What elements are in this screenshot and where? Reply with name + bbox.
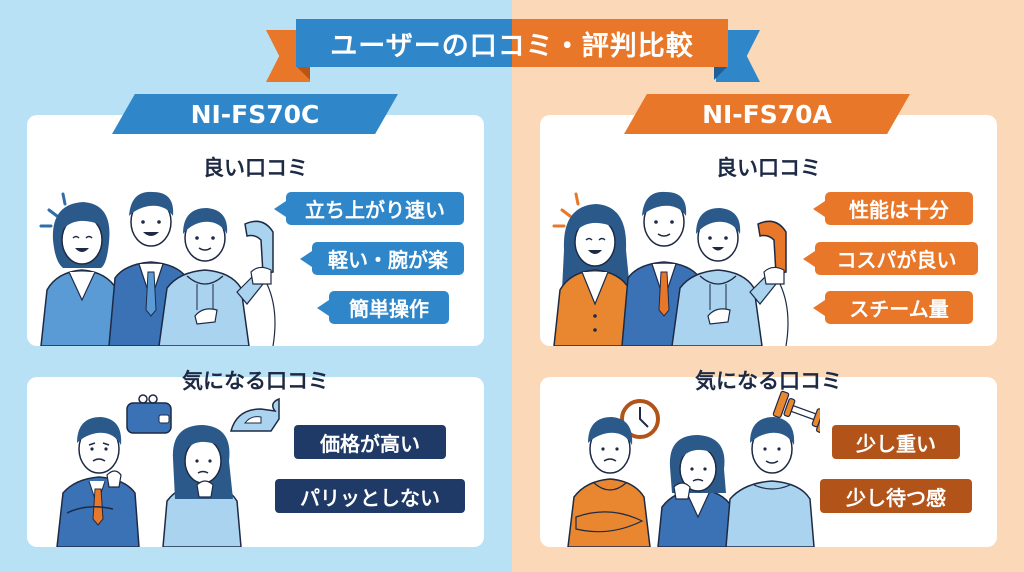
worried-users-illustration-icon	[47, 389, 287, 547]
good-review-tag: 簡単操作	[317, 291, 449, 324]
product-banner-ni-fs70a: NI-FS70A	[624, 94, 910, 134]
good-reviews-heading: 良い口コミ	[716, 156, 821, 180]
worried-users-illustration-icon	[550, 389, 820, 547]
concern-reviews-heading: 気になる口コミ	[182, 369, 329, 393]
good-reviews-panel-ni-fs70c: 良い口コミ	[27, 115, 484, 346]
concern-reviews-panel-ni-fs70a: 少し重い 少し待つ感	[540, 377, 997, 547]
good-reviews-panel-ni-fs70a: 良い口コミ	[540, 115, 997, 346]
concern-reviews-heading: 気になる口コミ	[695, 369, 842, 393]
happy-users-illustration-icon	[540, 180, 800, 346]
concern-review-tag: 少し待つ感	[820, 479, 972, 513]
good-reviews-heading: 良い口コミ	[203, 156, 308, 180]
title-ribbon: ユーザーの口コミ・評判比較	[296, 19, 728, 67]
good-review-tag: コスパが良い	[803, 242, 978, 275]
good-review-tag: 性能は十分	[813, 192, 973, 225]
good-review-tag: 軽い・腕が楽	[300, 242, 464, 275]
concern-review-tag: パリッとしない	[275, 479, 465, 513]
concern-review-tag: 価格が高い	[294, 425, 446, 459]
product-banner-ni-fs70c: NI-FS70C	[112, 94, 398, 134]
happy-users-illustration-icon	[27, 180, 287, 346]
page-title: ユーザーの口コミ・評判比較	[330, 30, 694, 62]
concern-review-tag: 少し重い	[832, 425, 960, 459]
concern-reviews-panel-ni-fs70c: 価格が高い パリッとしない	[27, 377, 484, 547]
good-review-tag: スチーム量	[813, 291, 973, 324]
good-review-tag: 立ち上がり速い	[274, 192, 464, 225]
